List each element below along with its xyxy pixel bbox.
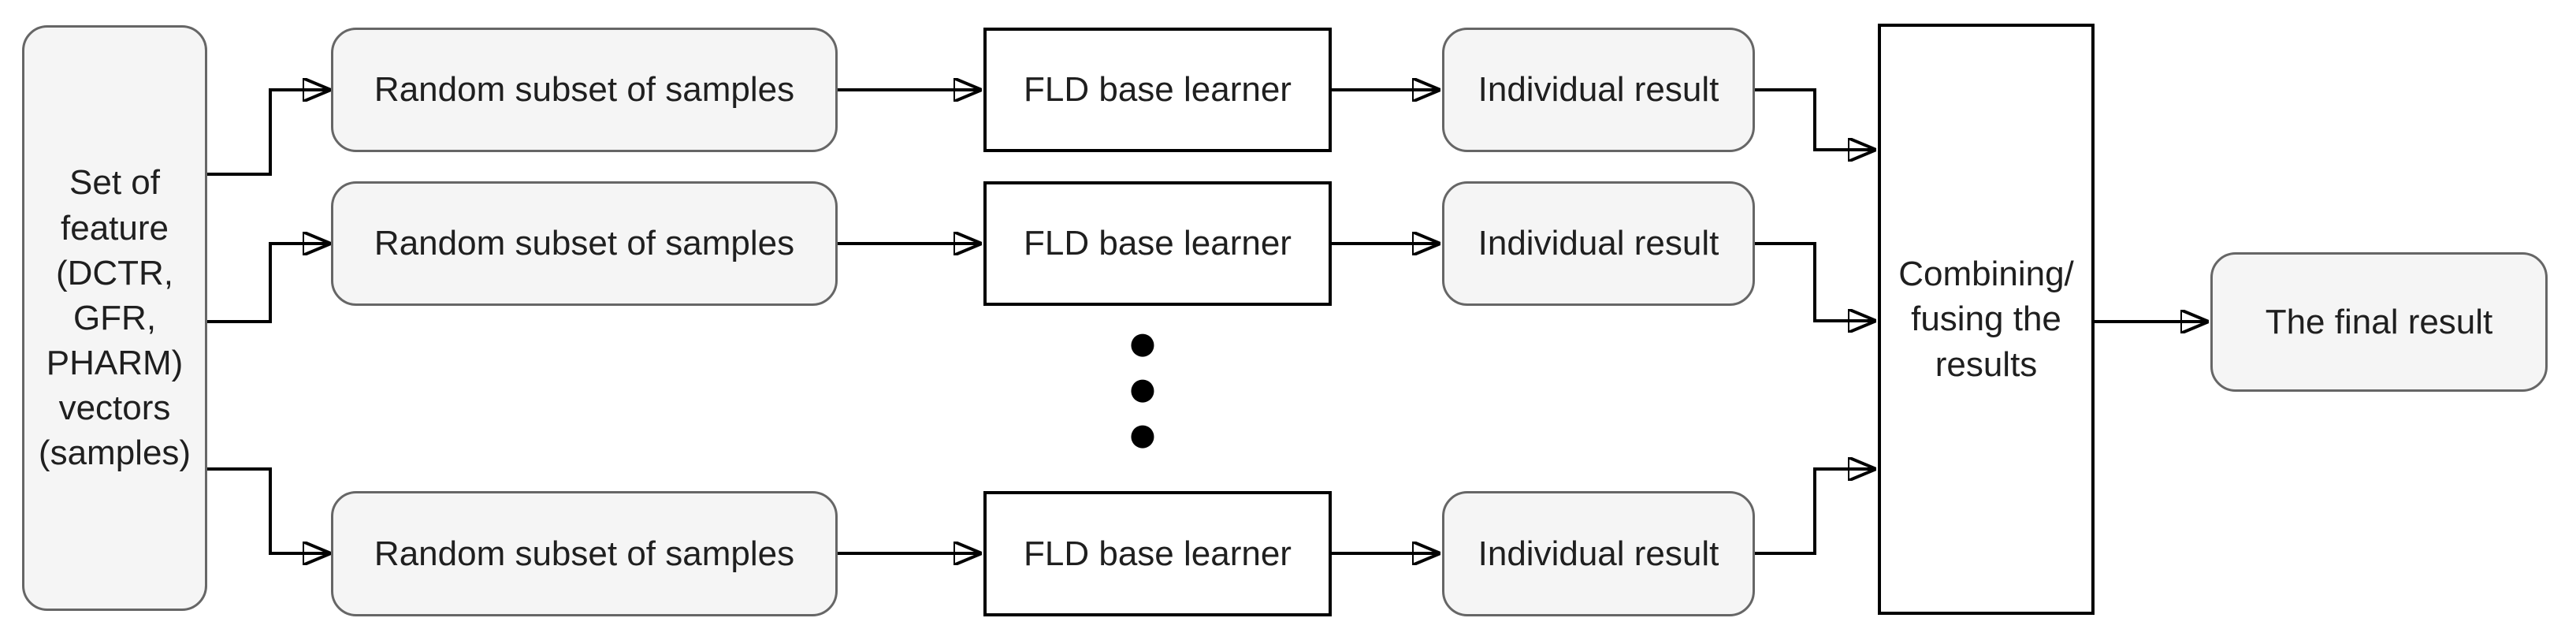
input-samples-label: Set of feature (DCTR, GFR, PHARM) vector… <box>38 163 191 473</box>
combining-fusing-label: Combining/ fusing the results <box>1898 255 2074 384</box>
individual-result-label: Individual result <box>1478 224 1719 263</box>
individual-result-label: Individual result <box>1478 70 1719 110</box>
fld-base-learner-node-2: FLD base learner <box>983 181 1332 306</box>
ellipsis-dot: ● <box>1129 417 1156 452</box>
final-result-label: The final result <box>2265 302 2493 341</box>
random-subset-node-2: Random subset of samples <box>331 181 838 306</box>
combining-fusing-node: Combining/ fusing the results <box>1878 24 2095 615</box>
connector-arrow <box>1755 242 1875 321</box>
random-subset-node-3: Random subset of samples <box>331 491 838 616</box>
fld-base-learner-node-1: FLD base learner <box>983 28 1332 152</box>
final-result-node: The final result <box>2210 252 2548 392</box>
random-subset-label: Random subset of samples <box>374 534 795 573</box>
connector-arrow <box>207 244 329 323</box>
connector-arrow <box>207 90 329 176</box>
connector-arrow <box>1755 469 1875 555</box>
individual-result-label: Individual result <box>1478 534 1719 573</box>
ellipsis-dot: ● <box>1129 371 1156 406</box>
connector-arrow <box>207 467 329 553</box>
input-samples-node: Set of feature (DCTR, GFR, PHARM) vector… <box>22 25 207 611</box>
individual-result-node-3: Individual result <box>1442 491 1755 616</box>
connector-arrow <box>1755 88 1875 150</box>
random-subset-node-1: Random subset of samples <box>331 28 838 152</box>
fld-base-learner-label: FLD base learner <box>1024 224 1292 263</box>
ellipsis-dot: ● <box>1129 326 1156 360</box>
fld-base-learner-label: FLD base learner <box>1024 70 1292 110</box>
fld-base-learner-label: FLD base learner <box>1024 534 1292 573</box>
random-subset-label: Random subset of samples <box>374 70 795 110</box>
individual-result-node-1: Individual result <box>1442 28 1755 152</box>
fld-base-learner-node-3: FLD base learner <box>983 491 1332 616</box>
vertical-ellipsis-icon: ● ● ● <box>1127 328 1158 449</box>
individual-result-node-2: Individual result <box>1442 181 1755 306</box>
random-subset-label: Random subset of samples <box>374 224 795 263</box>
